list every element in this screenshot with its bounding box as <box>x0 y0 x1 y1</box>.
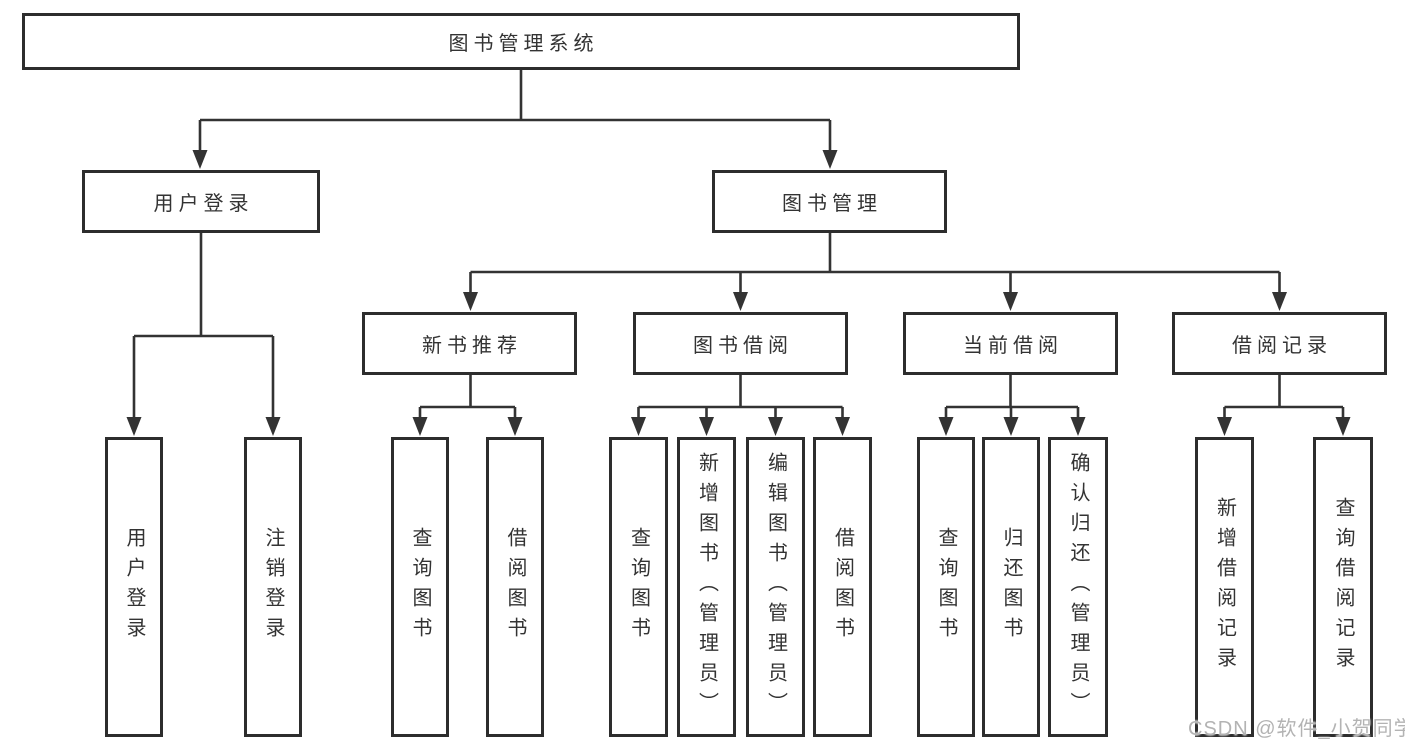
leaf-logout-label: 注销登录 <box>262 527 284 647</box>
node-current-borrow-label: 当前借阅 <box>963 335 1063 357</box>
arrowhead-icon <box>699 417 714 436</box>
arrowhead-icon <box>938 417 954 436</box>
arrowhead-icon <box>126 417 142 436</box>
leaf-add-books-admin: 新增图书（管理员） <box>677 437 736 737</box>
arrowhead-icon <box>265 417 281 436</box>
node-borrow-records: 借阅记录 <box>1172 312 1387 375</box>
node-user-login-label: 用户登录 <box>153 193 254 215</box>
leaf-add-books-admin-label: 新增图书（管理员） <box>695 452 718 722</box>
connector-root <box>198 70 832 152</box>
connector-book-management <box>469 233 1281 294</box>
leaf-edit-books-admin-label: 编辑图书（管理员） <box>764 452 787 722</box>
arrowhead-icon <box>507 417 523 436</box>
leaf-query-books-3: 查询图书 <box>917 437 975 737</box>
arrowhead-icon <box>822 150 838 169</box>
node-root: 图书管理系统 <box>22 13 1020 70</box>
leaf-borrow-books-1-label: 借阅图书 <box>504 527 526 647</box>
node-book-borrow: 图书借阅 <box>633 312 848 375</box>
leaf-query-books-2: 查询图书 <box>609 437 668 737</box>
csdn-watermark: CSDN @软件_小贺同学 <box>1188 718 1405 740</box>
leaf-borrow-books-2: 借阅图书 <box>813 437 872 737</box>
connector-user-login <box>132 233 275 419</box>
arrowhead-icon <box>631 417 646 436</box>
leaf-edit-books-admin: 编辑图书（管理员） <box>746 437 805 737</box>
node-borrow-records-label: 借阅记录 <box>1232 335 1332 357</box>
node-book-management: 图书管理 <box>712 170 947 233</box>
leaf-query-books-2-label: 查询图书 <box>627 527 650 647</box>
leaf-return-books: 归还图书 <box>982 437 1040 737</box>
arrowhead-icon <box>192 150 208 169</box>
connector-borrow-records <box>1223 375 1345 419</box>
node-book-management-label: 图书管理 <box>782 193 882 215</box>
leaf-borrow-books-1: 借阅图书 <box>486 437 544 737</box>
arrowhead-icon <box>733 292 748 311</box>
connector-new-book <box>418 375 517 419</box>
node-book-borrow-label: 图书借阅 <box>693 335 793 357</box>
leaf-query-borrow-record: 查询借阅记录 <box>1313 437 1373 737</box>
leaf-add-borrow-record-label: 新增借阅记录 <box>1213 497 1236 677</box>
node-new-book-recommend: 新书推荐 <box>362 312 577 375</box>
arrowhead-icon <box>1003 417 1019 436</box>
connector-current-borrow <box>944 375 1080 419</box>
leaf-return-books-label: 归还图书 <box>1000 527 1022 647</box>
arrowhead-icon <box>1272 292 1287 311</box>
leaf-user-login-label: 用户登录 <box>123 527 145 647</box>
arrowhead-icon <box>835 417 850 436</box>
arrowhead-icon <box>463 292 478 311</box>
arrowhead-icon <box>1335 417 1351 436</box>
arrowhead-icon <box>1217 417 1232 436</box>
node-current-borrow: 当前借阅 <box>903 312 1118 375</box>
node-new-book-recommend-label: 新书推荐 <box>422 335 522 357</box>
leaf-logout: 注销登录 <box>244 437 302 737</box>
leaf-user-login: 用户登录 <box>105 437 163 737</box>
node-root-label: 图书管理系统 <box>448 33 599 55</box>
node-user-login: 用户登录 <box>82 170 320 233</box>
connector-book-borrow <box>637 375 844 419</box>
arrowhead-icon <box>768 417 783 436</box>
leaf-add-borrow-record: 新增借阅记录 <box>1195 437 1254 737</box>
arrowhead-icon <box>1003 292 1018 311</box>
arrowhead-icon <box>412 417 428 436</box>
leaf-query-borrow-record-label: 查询借阅记录 <box>1332 497 1354 677</box>
arrowhead-icon <box>1070 417 1086 436</box>
leaf-query-books-3-label: 查询图书 <box>935 527 957 647</box>
leaf-confirm-return-admin-label: 确认归还（管理员） <box>1067 452 1089 722</box>
leaf-query-books-1-label: 查询图书 <box>409 527 431 647</box>
leaf-confirm-return-admin: 确认归还（管理员） <box>1048 437 1108 737</box>
leaf-query-books-1: 查询图书 <box>391 437 449 737</box>
leaf-borrow-books-2-label: 借阅图书 <box>831 527 854 647</box>
